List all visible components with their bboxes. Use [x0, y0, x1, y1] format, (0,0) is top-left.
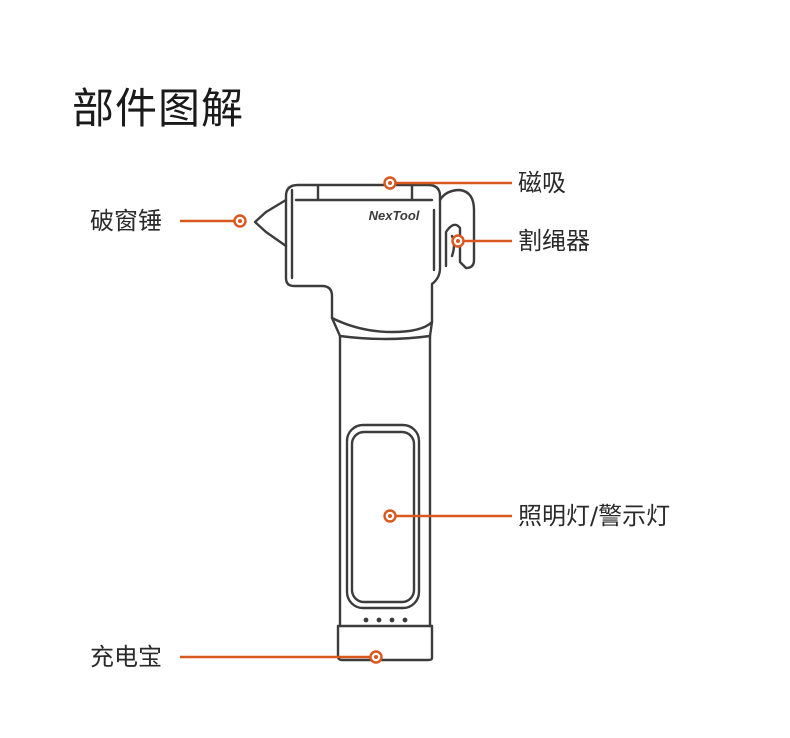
brand-logo: NexTool — [369, 208, 420, 223]
breaker-tip — [253, 198, 288, 248]
indicator-dot — [376, 617, 382, 623]
label-light: 照明灯/警示灯 — [518, 502, 671, 530]
label-powerbank: 充电宝 — [90, 643, 162, 671]
label-hammer: 破窗锤 — [90, 207, 162, 235]
indicator-dot — [389, 617, 395, 623]
cutter-hook — [438, 188, 476, 270]
label-magnet: 磁吸 — [518, 169, 566, 197]
indicator-dot — [363, 617, 369, 623]
label-cutter: 割绳器 — [518, 227, 590, 255]
indicator-dot — [402, 617, 408, 623]
powerbank-base — [336, 624, 434, 662]
magnet-ridge — [290, 184, 434, 280]
tool-head — [284, 183, 442, 334]
page-title: 部件图解 — [72, 84, 245, 133]
